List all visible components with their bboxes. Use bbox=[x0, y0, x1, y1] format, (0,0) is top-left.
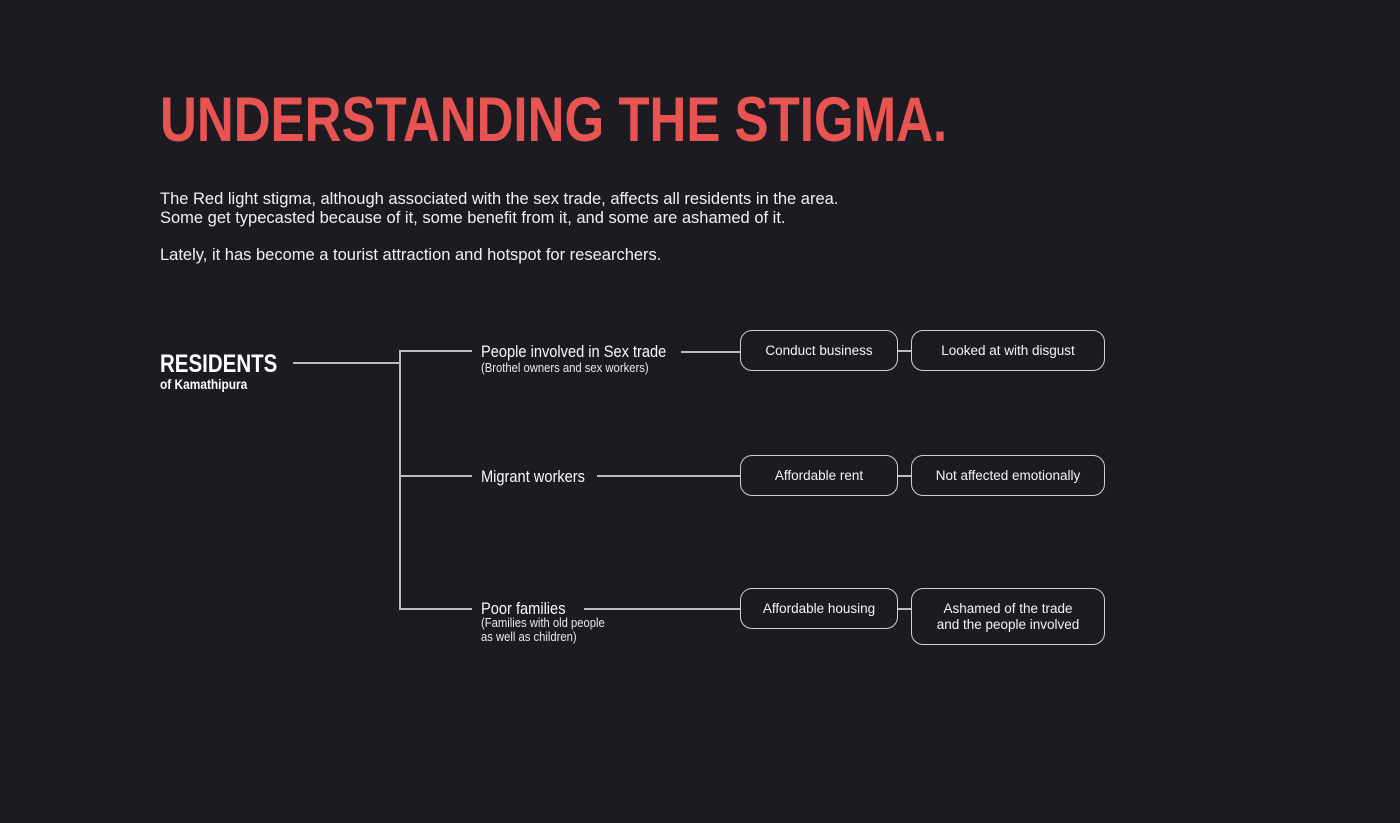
tree-root-connector-line bbox=[293, 362, 400, 364]
tree-branch3-label-to-box-line bbox=[584, 608, 740, 610]
branch-sublabel-poor-families: (Families with old people as well as chi… bbox=[481, 616, 605, 644]
intro-paragraph-secondary: Lately, it has become a tourist attracti… bbox=[160, 246, 662, 264]
tree-branch1-label-to-box-line bbox=[681, 351, 740, 353]
node-looked-at-with-disgust: Looked at with disgust bbox=[911, 330, 1105, 371]
tree-root-title: RESIDENTS bbox=[160, 350, 278, 378]
tree-branch1-box-connector-line bbox=[897, 350, 912, 352]
node-affordable-housing: Affordable housing bbox=[740, 588, 898, 629]
tree-branch2-arm-line bbox=[399, 475, 472, 477]
node-ashamed-of-trade: Ashamed of the trade and the people invo… bbox=[911, 588, 1105, 645]
node-conduct-business: Conduct business bbox=[740, 330, 898, 371]
branch-label-migrant-workers: Migrant workers bbox=[481, 467, 585, 486]
tree-branch2-box-connector-line bbox=[897, 475, 912, 477]
page-title: UNDERSTANDING THE STIGMA. bbox=[160, 85, 948, 155]
intro-paragraph: The Red light stigma, although associate… bbox=[160, 190, 839, 227]
tree-branch3-arm-line bbox=[399, 608, 472, 610]
tree-branch3-box-connector-line bbox=[897, 608, 912, 610]
node-not-affected-emotionally: Not affected emotionally bbox=[911, 455, 1105, 496]
branch-label-sex-trade: People involved in Sex trade bbox=[481, 342, 667, 361]
tree-branch2-label-to-box-line bbox=[597, 475, 740, 477]
node-affordable-rent: Affordable rent bbox=[740, 455, 898, 496]
branch-sublabel-sex-trade: (Brothel owners and sex workers) bbox=[481, 361, 649, 375]
tree-branch1-arm-line bbox=[399, 350, 472, 352]
tree-root-subtitle: of Kamathipura bbox=[160, 376, 248, 392]
tree-trunk-line bbox=[399, 350, 401, 609]
branch-label-poor-families: Poor families bbox=[481, 599, 566, 618]
